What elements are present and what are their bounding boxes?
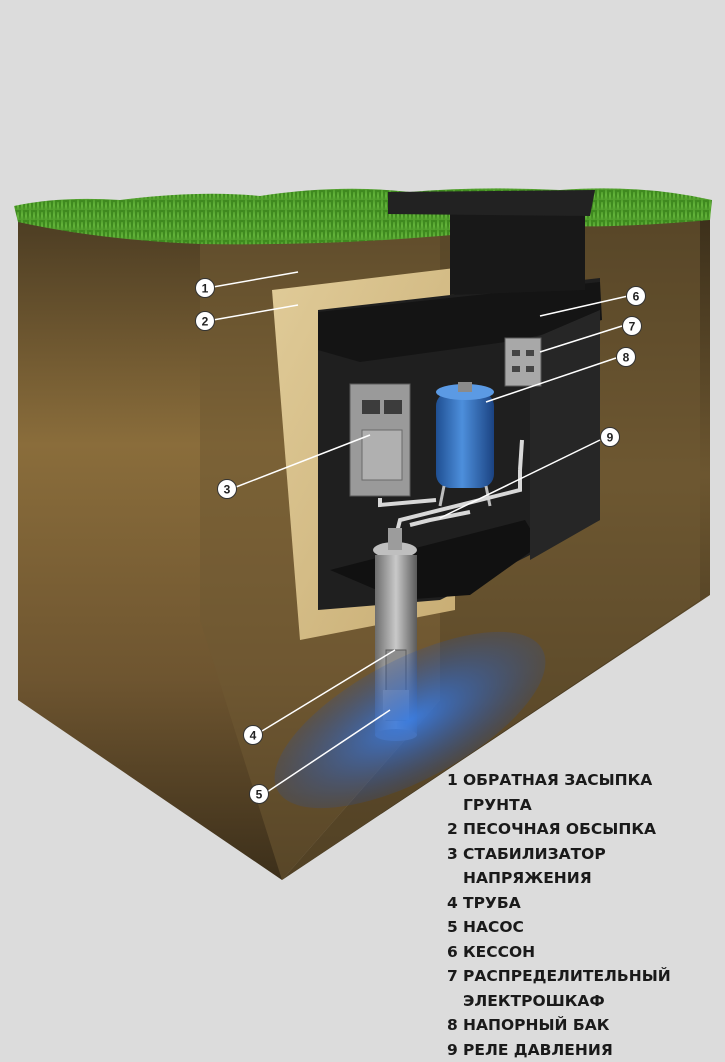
legend-item-8: 8 НАПОРНЫЙ БАК xyxy=(447,1013,722,1038)
callout-1: 1 xyxy=(196,279,215,298)
legend-label: ОБРАТНАЯ ЗАСЫПКА ГРУНТА xyxy=(463,768,722,817)
legend-number: 7 xyxy=(447,964,463,1013)
legend-label: НАПОРНЫЙ БАК xyxy=(463,1013,609,1038)
legend-label: СТАБИЛИЗАТОР НАПРЯЖЕНИЯ xyxy=(463,842,722,891)
svg-text:1: 1 xyxy=(202,282,209,296)
legend-label: ПЕСОЧНАЯ ОБСЫПКА xyxy=(463,817,656,842)
legend-item-6: 6 КЕССОН xyxy=(447,940,722,965)
callout-3: 3 xyxy=(218,480,237,499)
legend-number: 5 xyxy=(447,915,463,940)
legend-number: 2 xyxy=(447,817,463,842)
callout-2: 2 xyxy=(196,312,215,331)
callout-9: 9 xyxy=(601,428,620,447)
callout-8: 8 xyxy=(617,348,636,367)
caisson-shaft xyxy=(450,210,585,295)
legend-item-2: 2 ПЕСОЧНАЯ ОБСЫПКА xyxy=(447,817,722,842)
legend-label: КЕССОН xyxy=(463,940,535,965)
callout-6: 6 xyxy=(627,287,646,306)
distribution-box xyxy=(505,338,541,386)
legend-number: 6 xyxy=(447,940,463,965)
svg-text:6: 6 xyxy=(633,290,640,304)
callout-7: 7 xyxy=(623,317,642,336)
legend-number: 8 xyxy=(447,1013,463,1038)
legend-number: 3 xyxy=(447,842,463,891)
pressure-tank xyxy=(436,382,494,506)
legend-item-4: 4 ТРУБА xyxy=(447,891,722,916)
legend-number: 9 xyxy=(447,1038,463,1062)
legend-number: 4 xyxy=(447,891,463,916)
callout-5: 5 xyxy=(250,785,269,804)
legend-label: ТРУБА xyxy=(463,891,521,916)
legend-item-7: 7 РАСПРЕДЕЛИТЕЛЬНЫЙ ЭЛЕКТРОШКАФ xyxy=(447,964,722,1013)
svg-text:4: 4 xyxy=(250,729,257,743)
legend-label: РАСПРЕДЕЛИТЕЛЬНЫЙ ЭЛЕКТРОШКАФ xyxy=(463,964,671,1013)
legend-item-9: 9 РЕЛЕ ДАВЛЕНИЯ xyxy=(447,1038,722,1062)
callout-4: 4 xyxy=(244,726,263,745)
legend-label: НАСОС xyxy=(463,915,524,940)
svg-text:8: 8 xyxy=(623,351,630,365)
legend: 1 ОБРАТНАЯ ЗАСЫПКА ГРУНТА 2 ПЕСОЧНАЯ ОБС… xyxy=(447,768,722,1062)
legend-item-3: 3 СТАБИЛИЗАТОР НАПРЯЖЕНИЯ xyxy=(447,842,722,891)
legend-item-5: 5 НАСОС xyxy=(447,915,722,940)
svg-text:7: 7 xyxy=(629,320,636,334)
svg-text:9: 9 xyxy=(607,431,614,445)
legend-item-1: 1 ОБРАТНАЯ ЗАСЫПКА ГРУНТА xyxy=(447,768,722,817)
legend-number: 1 xyxy=(447,768,463,817)
svg-text:2: 2 xyxy=(202,315,209,329)
caisson-hatch xyxy=(388,190,595,216)
svg-text:5: 5 xyxy=(256,788,263,802)
svg-text:3: 3 xyxy=(224,483,231,497)
legend-label: РЕЛЕ ДАВЛЕНИЯ xyxy=(463,1038,613,1062)
